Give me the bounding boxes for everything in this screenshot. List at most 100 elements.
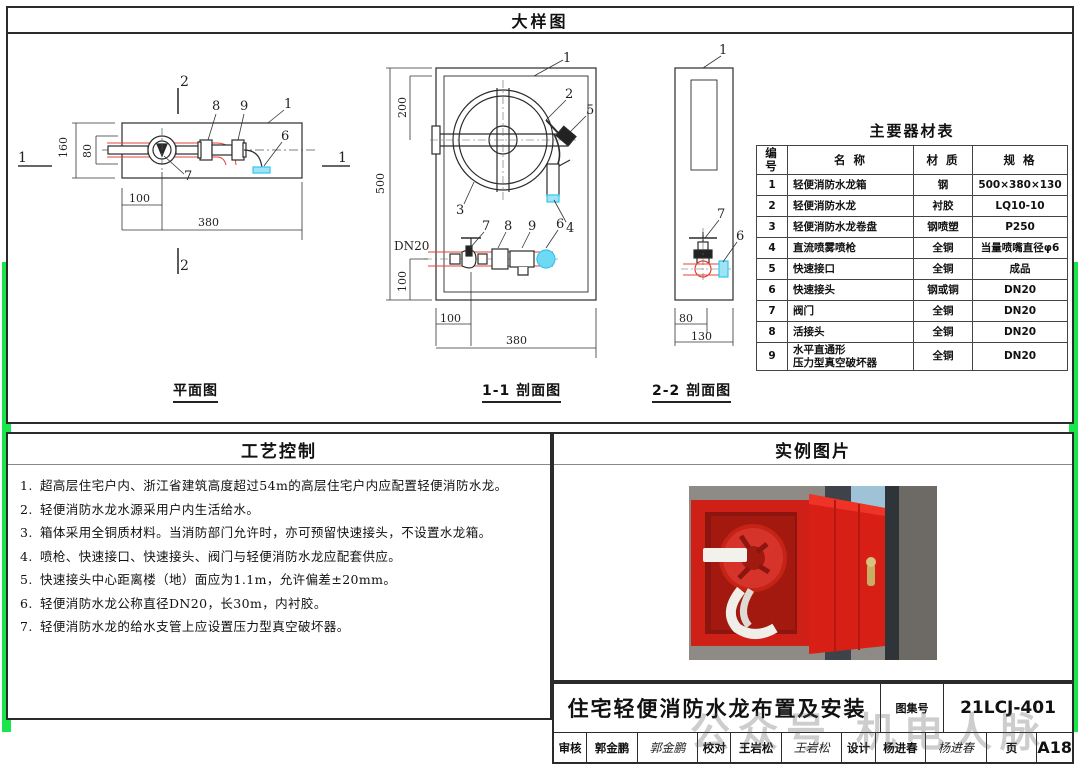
list-item: 1. 超高层住宅户内、浙江省建筑高度超过54m的高层住宅户内应配置轻便消防水龙。 [20,475,536,497]
list-item-text: 快速接头中心距离楼（地）面应为1.1m，允许偏差±20mm。 [40,572,397,587]
page-label: 页 [987,733,1038,762]
bom-cell-name: 活接头 [787,321,914,344]
plan-mark-1-left: 1 [18,150,27,166]
sheet-header: 大样图 [6,6,1074,34]
list-item-number: 3. [20,525,33,540]
bom-cell-material: 钢或铜 [913,279,973,302]
plan-leader-7: 7 [184,169,192,184]
s11-leader-9: 9 [528,219,536,234]
bom-cell-material: 全铜 [913,300,973,323]
section-2-2-caption: 2-2 剖面图 [652,380,732,403]
bom-cell-spec: 500×380×130 [972,174,1068,197]
bom-title: 主要器材表 [869,122,955,140]
section-1-1-drawing: 500 200 100 100 380 DN20 1 2 5 3 4 7 8 9… [374,51,597,358]
bom-cell-no: 3 [756,216,788,239]
list-item-number: 6. [20,595,33,611]
bom-cell-name: 快速接头 [787,279,914,302]
plan-view-drawing: 160 80 100 380 2 2 1 1 8 9 1 6 7 [18,74,350,274]
bom-cell-name: 轻便消防水龙箱 [787,174,914,197]
s11-dim-100-h: 100 [440,312,461,325]
process-control-panel: 工艺控制 1.超高层住宅户内、浙江省建筑高度超过54m的高层住宅户内应配置轻便消… [6,432,552,720]
plan-leader-1: 1 [284,97,292,112]
list-item-number: 5. [20,572,33,587]
bom-header-row: 编号 名 称 材 质 规 格 [756,144,1068,176]
atlas-number-value: 21LCJ-401 [960,698,1056,718]
list-item-text: 超高层住宅户内、浙江省建筑高度超过54m的高层住宅户内应配置轻便消防水龙。 [40,478,508,493]
bom-cell-name: 水平直通形压力型真空破坏器 [787,342,914,371]
bom-cell-spec: 当量喷嘴直径φ6 [972,237,1068,260]
bom-col-no: 编号 [756,144,788,176]
s22-leader-6: 6 [736,229,744,244]
plan-dim-160: 160 [57,137,70,158]
bom-cell-no: 4 [756,237,788,260]
design-signature: 杨进春 [926,733,987,762]
list-item-text: 箱体采用全铜质材料。当消防部门允许时，亦可预留快速接头，不设置水龙箱。 [40,525,492,540]
bom-cell-no: 6 [756,279,788,302]
s11-leader-4: 4 [566,221,574,236]
s11-dim-500: 500 [374,173,387,194]
bom-col-name: 名 称 [787,144,914,176]
s22-leader-1: 1 [719,43,727,58]
plan-view-caption: 平面图 [173,380,218,403]
design-name: 杨进春 [876,733,927,762]
s11-dim-380: 380 [506,334,527,347]
drawing-name: 住宅轻便消防水龙布置及安装 [554,684,881,732]
bom-cell-spec: P250 [972,216,1068,239]
section-2-2-drawing: 80 130 1 7 6 [674,43,744,346]
process-control-list: 1. 超高层住宅户内、浙江省建筑高度超过54m的高层住宅户内应配置轻便消防水龙。 2… [8,465,550,718]
s22-dim-130: 130 [691,330,712,343]
plan-mark-2-bottom: 2 [180,258,189,274]
list-item-number: 1. [20,478,33,493]
s11-label-dn20: DN20 [394,239,429,253]
fire-hose-cabinet-photo [689,485,937,660]
s11-leader-8: 8 [504,219,512,234]
bom-cell-spec: DN20 [972,279,1068,302]
bom-cell-spec: DN20 [972,321,1068,344]
example-photo-title: 实例图片 [554,434,1072,465]
bom-cell-spec: DN20 [972,300,1068,323]
page-number: A18 [1037,738,1072,757]
bom-col-spec: 规 格 [972,144,1068,176]
plan-leader-6: 6 [281,129,289,144]
s11-leader-7: 7 [482,219,490,234]
bom-cell-name: 轻便消防水龙卷盘 [787,216,914,239]
list-item-text: 喷枪、快速接口、快速接头、阀门与轻便消防水龙应配套供应。 [40,548,402,564]
list-item: 3. 箱体采用全铜质材料。当消防部门允许时，亦可预留快速接头，不设置水龙箱。 [20,522,536,544]
bom-cell-spec: 成品 [972,258,1068,281]
design-label: 设计 [842,733,876,762]
bom-cell-material: 全铜 [913,237,973,260]
plan-dim-80: 80 [81,144,94,158]
s11-leader-5: 5 [586,103,594,118]
atlas-number-label: 图集号 [881,684,944,732]
bom-cell-no: 2 [756,195,788,218]
list-item-text: 轻便消防水龙的给水支管上应设置压力型真空破坏器。 [40,619,350,634]
bom-cell-name: 阀门 [787,300,914,323]
list-item-number: 2. [20,501,33,517]
list-item-number: 7. [20,619,33,634]
list-item-number: 4. [20,548,33,564]
section-1-1-caption: 1-1 剖面图 [482,380,562,403]
list-item: 5. 快速接头中心距离楼（地）面应为1.1m，允许偏差±20mm。 [20,569,536,591]
list-item: 7. 轻便消防水龙的给水支管上应设置压力型真空破坏器。 [20,616,536,638]
plan-leader-9: 9 [240,99,248,114]
s11-dim-100-v: 100 [396,271,409,292]
check-name: 王岩松 [731,733,783,762]
plan-leader-8: 8 [212,99,220,114]
bom-cell-no: 8 [756,321,788,344]
s22-dim-80: 80 [679,312,693,325]
detail-drawing-panel: 160 80 100 380 2 2 1 1 8 9 1 6 7 平面图 [6,34,1074,424]
bom-cell-name: 快速接口 [787,258,914,281]
bom-col-material: 材 质 [913,144,973,176]
example-photo-panel: 实例图片 [552,432,1074,682]
s11-leader-3: 3 [456,203,464,218]
title-block-main-row: 住宅轻便消防水龙布置及安装 图集号 21LCJ-401 [554,684,1072,732]
s22-leader-7: 7 [717,207,725,222]
